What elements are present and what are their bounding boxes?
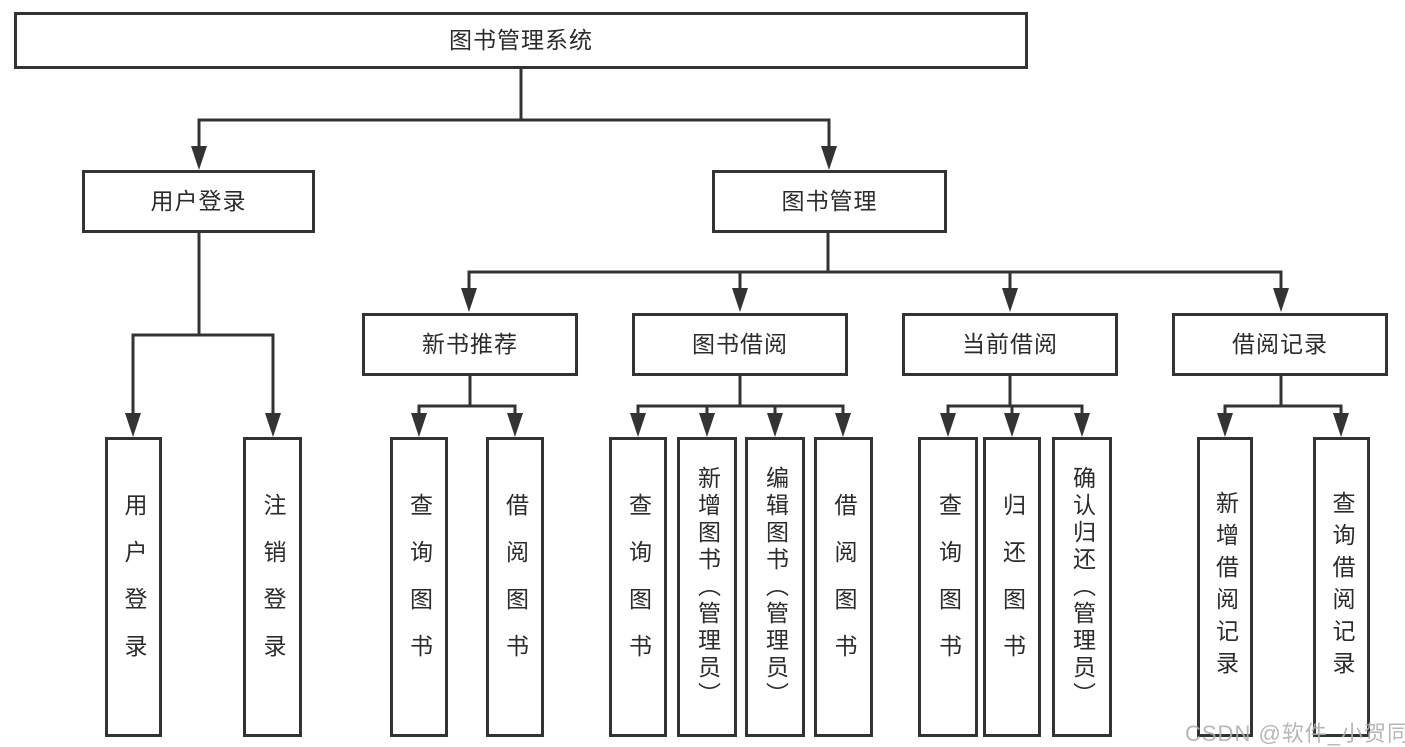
node-borrow-records: 借阅记录 — [1172, 313, 1388, 376]
node-user-login: 用户登录 — [82, 170, 315, 233]
arrowheads — [125, 146, 1349, 437]
leaf-recommend-query-books: 查询图书 — [390, 437, 448, 737]
csdn-watermark: CSDN @软件_小贺同学 — [1185, 721, 1405, 746]
leaf-user-login: 用户登录 — [105, 437, 162, 737]
leaf-confirm-return-admin: 确认归还（管理员） — [1052, 437, 1112, 737]
leaf-logout: 注销登录 — [243, 437, 302, 737]
node-new-book-recommend: 新书推荐 — [362, 313, 578, 376]
node-book-borrow: 图书借阅 — [632, 313, 848, 376]
leaf-borrow-books: 借阅图书 — [814, 437, 873, 737]
leaf-add-borrow-record: 新增借阅记录 — [1197, 437, 1253, 737]
leaf-edit-books-admin: 编辑图书（管理员） — [745, 437, 805, 737]
leaf-current-query-books: 查询图书 — [918, 437, 978, 737]
leaf-return-books: 归还图书 — [983, 437, 1041, 737]
leaf-borrow-query-books: 查询图书 — [609, 437, 667, 737]
leaf-add-books-admin: 新增图书（管理员） — [677, 437, 737, 737]
leaf-recommend-borrow-books: 借阅图书 — [486, 437, 544, 737]
node-current-borrow: 当前借阅 — [902, 313, 1118, 376]
leaf-query-borrow-record: 查询借阅记录 — [1313, 437, 1370, 737]
node-root-system: 图书管理系统 — [14, 12, 1028, 69]
node-book-management: 图书管理 — [712, 170, 947, 233]
